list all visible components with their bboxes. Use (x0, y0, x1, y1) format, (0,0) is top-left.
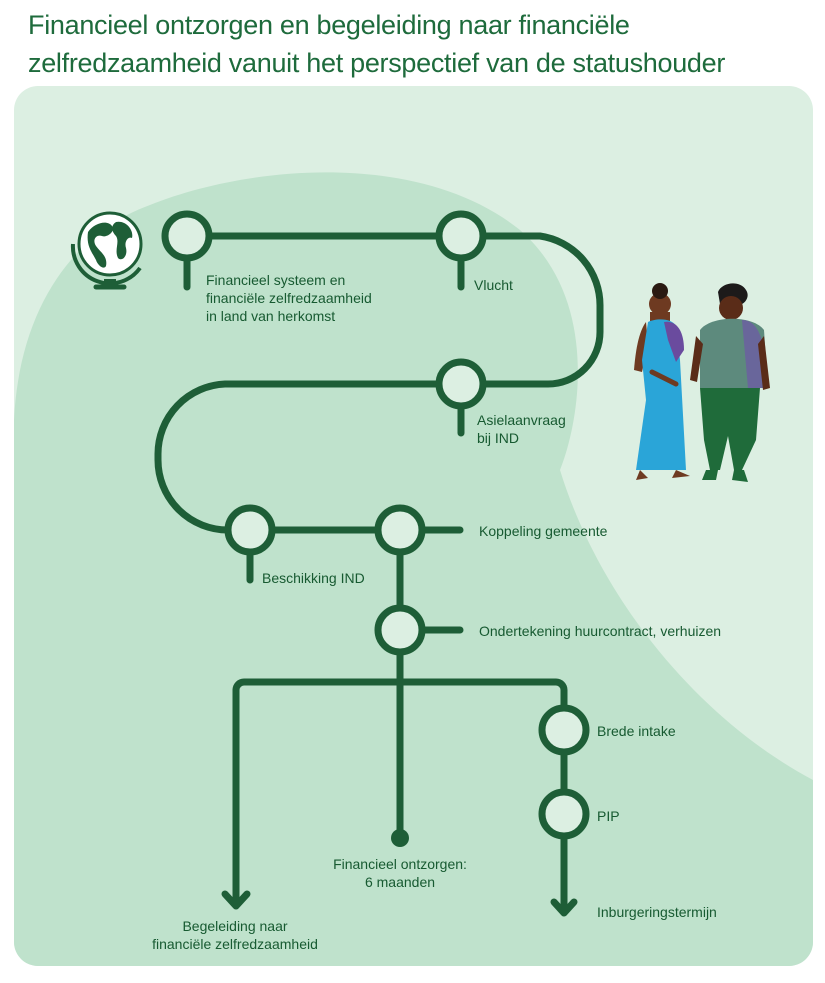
route-segment-middle (154, 380, 444, 534)
label-herkomst-line-2: financiële zelfredzaamheid (206, 290, 372, 306)
label-koppeling: Koppeling gemeente (479, 523, 608, 539)
label-herkomst: Financieel systeem en financiële zelfred… (206, 271, 372, 325)
node-ontzorgen-end (391, 829, 409, 847)
node-vlucht (435, 210, 487, 262)
label-inburgering: Inburgeringstermijn (597, 904, 717, 920)
label-ontzorgen-line-2: 6 maanden (364, 874, 436, 890)
route-begeleiding-arrowhead (221, 890, 251, 910)
label-asiel: Asielaanvraag bij IND (477, 411, 566, 447)
node-brede-intake (538, 704, 590, 756)
route-inburgering-arrowhead (550, 898, 578, 917)
route-loop-right (477, 232, 604, 388)
label-huurcontract: Ondertekening huurcontract, verhuizen (479, 623, 722, 639)
background-blob (14, 172, 813, 966)
node-huurcontract (374, 604, 426, 656)
label-herkomst-line-1: Financieel systeem en (206, 272, 346, 288)
page-title: Financieel ontzorgen en begeleiding naar… (28, 6, 808, 82)
label-pip: PIP (597, 808, 620, 824)
route-branch (232, 678, 568, 711)
label-vlucht: Vlucht (474, 277, 513, 293)
node-pip (538, 788, 590, 840)
node-beschikking (224, 504, 276, 556)
label-ontzorgen: Financieel ontzorgen: 6 maanden (315, 855, 485, 891)
label-asiel-line-1: Asielaanvraag (477, 412, 566, 428)
title-line-1: Financieel ontzorgen en begeleiding naar… (28, 10, 630, 40)
label-begeleiding-line-2: financiële zelfredzaamheid (152, 936, 318, 952)
label-ontzorgen-line-1: Financieel ontzorgen: (333, 856, 467, 872)
node-koppeling (374, 504, 426, 556)
label-herkomst-line-3: in land van herkomst (206, 308, 336, 324)
people-illustration (634, 283, 770, 482)
label-beschikking: Beschikking IND (262, 570, 365, 586)
label-asiel-line-2: bij IND (477, 430, 520, 446)
title-line-2: zelfredzaamheid vanuit het perspectief v… (28, 48, 726, 78)
node-herkomst (161, 210, 213, 262)
label-begeleiding-line-1: Begeleiding naar (182, 918, 288, 934)
label-begeleiding: Begeleiding naar financiële zelfredzaamh… (130, 917, 340, 953)
label-brede-intake: Brede intake (597, 723, 676, 739)
node-asiel (435, 358, 487, 410)
globe-icon (70, 211, 143, 290)
